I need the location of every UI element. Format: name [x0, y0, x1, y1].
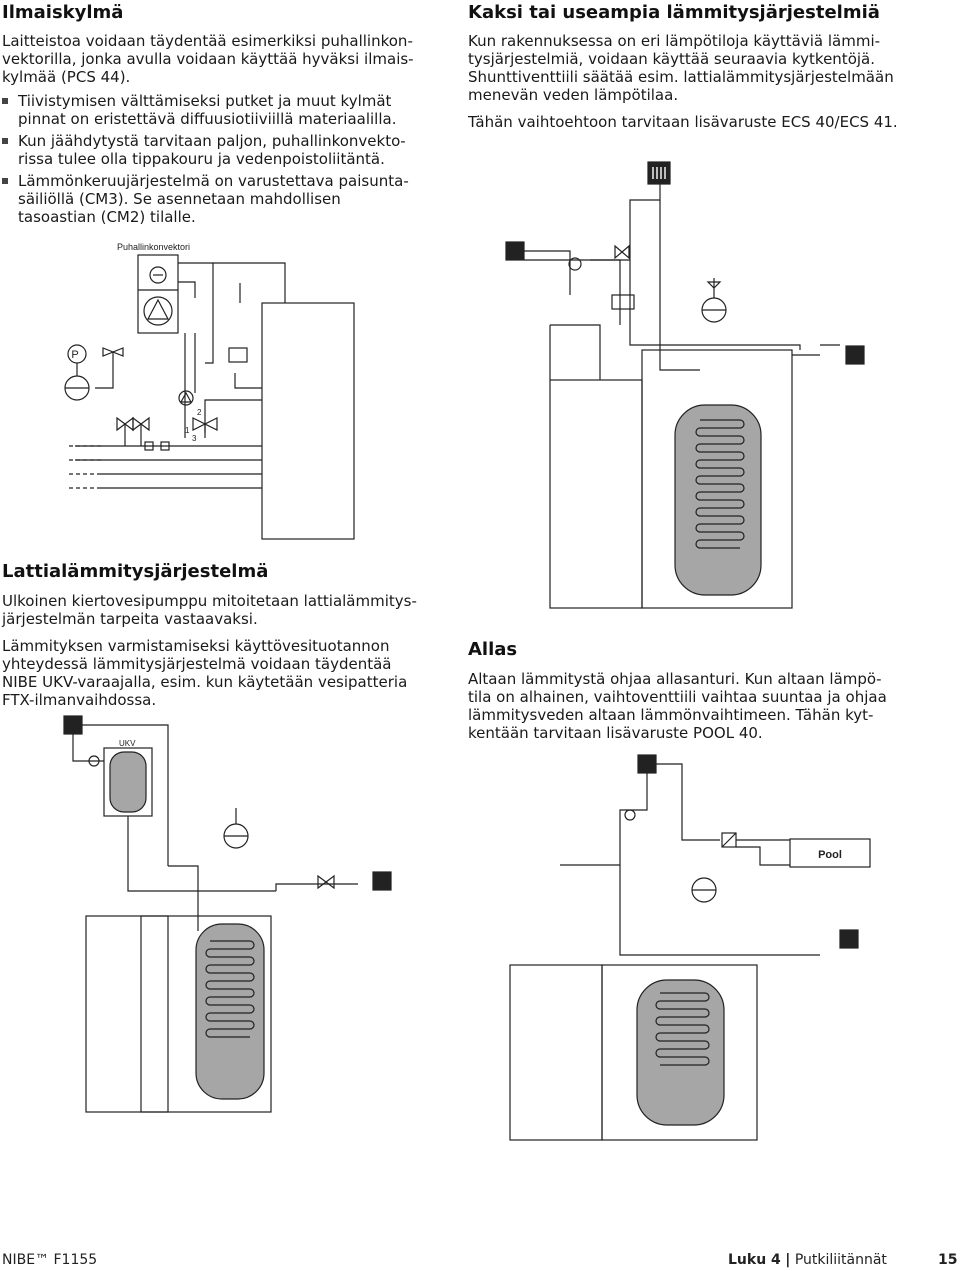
heat-pump-cabinet: [261, 302, 355, 540]
floor-heating-icon: [505, 241, 525, 261]
water-heater-cabinet: [140, 915, 272, 1113]
ukv-tank: [109, 751, 147, 813]
pump-icon: [624, 809, 636, 821]
multiple-systems-para1: Kun rakennuksessa on eri lämpötiloja käy…: [468, 32, 894, 104]
bullet-item: Tiivistymisen välttämiseksi putket ja mu…: [2, 92, 414, 128]
heat-pump-cabinet: [509, 964, 603, 1141]
footer-chapter-number: Luku 4: [728, 1252, 781, 1268]
bullet-square-icon: [2, 178, 8, 184]
water-tank: [636, 979, 725, 1126]
pool-diagram: Pool: [509, 754, 871, 1141]
heat-pump-cabinet: [85, 915, 169, 1113]
multiple-systems-diagram: [505, 161, 865, 609]
floor-heating-para1: Ulkoinen kiertovesipumppu mitoitetaan la…: [2, 592, 417, 628]
circulation-pump-icon: [178, 390, 194, 406]
pool-box: [789, 838, 871, 868]
section-title-ilmaiskylma: Ilmaiskylmä: [2, 2, 124, 23]
minus-icon: [149, 266, 167, 284]
ilmaiskylma-bullet-list: Tiivistymisen välttämiseksi putket ja mu…: [2, 92, 414, 230]
floor-heating-para2: Lämmityksen varmistamiseksi käyttövesitu…: [2, 637, 408, 709]
water-tank: [195, 923, 265, 1100]
water-heater-cabinet: [641, 349, 793, 609]
shunt-controller-box: [611, 294, 635, 310]
fan-convector-unit: [137, 254, 179, 334]
tap-icon: [845, 345, 865, 365]
ukv-label: UKV: [119, 739, 136, 748]
radiator-icon: [637, 754, 657, 774]
valve-icon: [192, 417, 207, 431]
footer-chapter-name: Putkiliitännät: [794, 1252, 887, 1268]
pump-icon: [568, 257, 582, 271]
heat-pump-cabinet: [549, 379, 643, 609]
footer-brand: NIBE™ F1155: [2, 1252, 98, 1268]
bullet-item: Kun jäähdytystä tarvitaan paljon, puhall…: [2, 132, 414, 168]
tap-icon: [839, 929, 859, 949]
water-heater-cabinet: [601, 964, 758, 1141]
pressure-label: P: [71, 349, 78, 361]
control-box: [228, 347, 248, 363]
bullet-square-icon: [2, 138, 8, 144]
section-title-multiple-systems: Kaksi tai useampia lämmitysjärjestelmiä: [468, 2, 880, 23]
ilmaiskylma-intro: Laitteistoa voidaan täydentää esimerkiks…: [2, 32, 414, 86]
pool-label: Pool: [818, 849, 842, 861]
pump-icon: [88, 755, 100, 767]
footer-separator: |: [785, 1252, 791, 1268]
pool-para1: Altaan lämmitystä ohjaa allasanturi. Kun…: [468, 670, 887, 742]
pressure-gauge-icon: [67, 344, 87, 364]
section-title-floor-heating: Lattialämmitysjärjestelmä: [2, 561, 269, 582]
bullet-square-icon: [2, 98, 8, 104]
multiple-systems-para2: Tähän vaihtoehtoon tarvitaan lisävaruste…: [468, 113, 898, 131]
fan-icon: [143, 296, 173, 326]
floor-heating-diagram: UKV: [63, 715, 392, 1113]
radiator-icon: [647, 161, 671, 185]
footer-page-number: 15: [938, 1252, 958, 1268]
valve-number-label: 2: [197, 408, 202, 417]
tap-icon: [372, 871, 392, 891]
heating-coil: [695, 419, 745, 549]
fan-convector-diagram: Puhallinkonvektori P 2 1 3: [64, 242, 355, 540]
heating-coil: [205, 940, 255, 1038]
valve-number-label: 1: [185, 426, 190, 435]
footer-chapter: Luku 4 | Putkiliitännät: [728, 1252, 887, 1268]
heating-coil: [655, 992, 710, 1066]
section-title-pool: Allas: [468, 639, 518, 660]
valve-number-label: 3: [192, 434, 197, 443]
convector-label: Puhallinkonvektori: [117, 242, 190, 252]
bullet-item: Lämmönkeruujärjestelmä on varustettava p…: [2, 172, 414, 226]
floor-heating-icon: [63, 715, 83, 735]
